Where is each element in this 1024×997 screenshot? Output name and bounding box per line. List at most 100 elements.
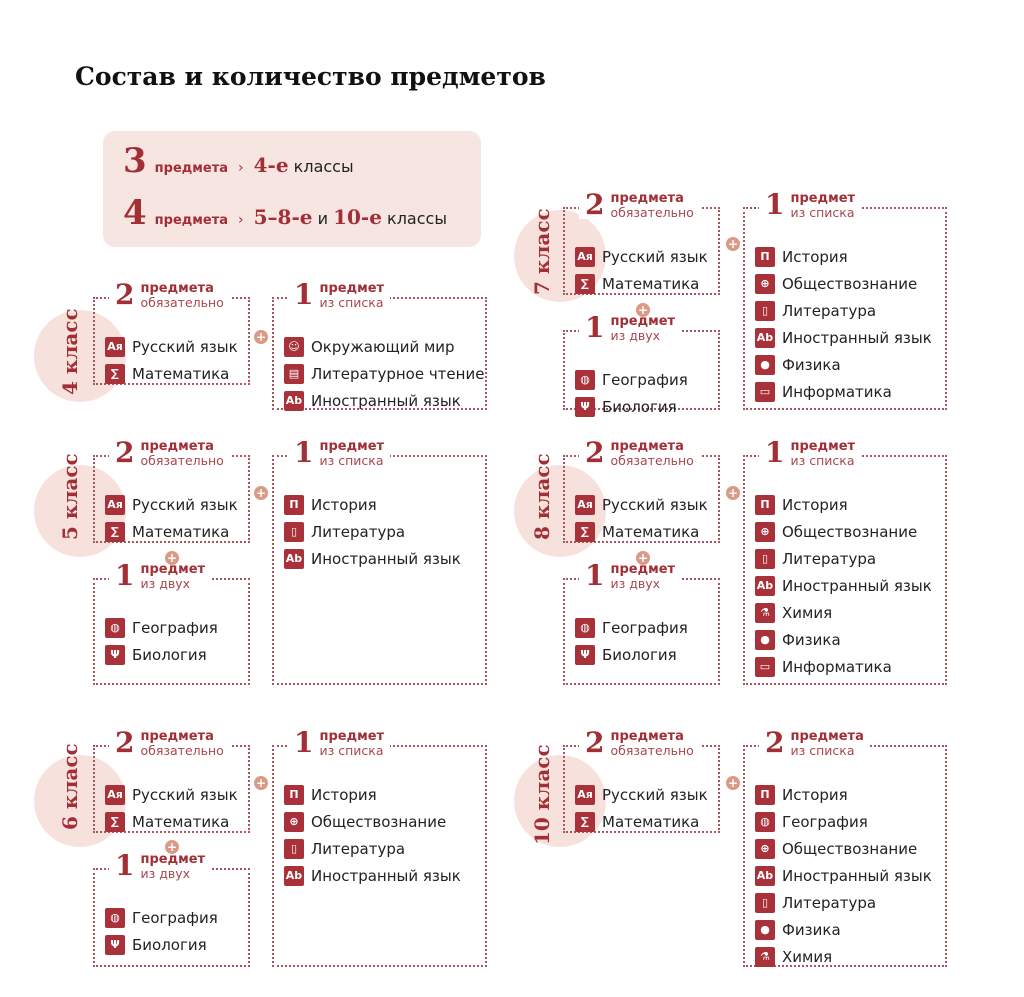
subject-icon: Ая xyxy=(105,336,125,357)
box-title: предмет xyxy=(610,562,676,577)
box-subtitle: обязательно xyxy=(610,743,694,758)
summary-text: 5–8-е xyxy=(253,205,313,229)
subject-name: Математика xyxy=(602,812,700,831)
subject-icon: Ψ xyxy=(575,396,595,417)
subject-icon: ● xyxy=(755,629,775,650)
summary-text: 10-е xyxy=(333,205,382,229)
subject-name: Физика xyxy=(782,630,841,649)
subject-item: ●Физика xyxy=(755,351,932,378)
subject-icon: ▯ xyxy=(755,300,775,321)
subject-name: Иностранный язык xyxy=(782,576,932,595)
summary-word: предмета xyxy=(154,213,229,228)
box-count: 2 xyxy=(585,188,605,221)
box-count: 2 xyxy=(585,726,605,759)
subject-icon: Ab xyxy=(284,548,304,569)
subject-icon: ▭ xyxy=(755,381,775,402)
subject-icon: ⚗ xyxy=(755,946,775,967)
subject-name: Литература xyxy=(782,893,877,912)
box-title: предмет xyxy=(790,439,856,454)
subject-item: ∑Математика xyxy=(575,518,708,545)
subject-name: История xyxy=(311,785,377,804)
box-title: предмет xyxy=(140,852,206,867)
box-subtitle: из списка xyxy=(790,453,855,468)
box-title: предмет xyxy=(610,314,676,329)
subject-icon: ◍ xyxy=(755,811,775,832)
summary-text: классы xyxy=(288,157,354,176)
box-subtitle: обязательно xyxy=(610,205,694,220)
box-title: предмета xyxy=(140,281,214,296)
subject-icon: ▭ xyxy=(755,656,775,677)
summary-text: классы xyxy=(381,209,447,228)
plus-icon: + xyxy=(636,303,650,317)
subject-name: Математика xyxy=(132,812,230,831)
subject-name: Биология xyxy=(132,935,207,954)
subject-icon: Ψ xyxy=(105,644,125,665)
subject-name: География xyxy=(782,812,868,831)
subject-item: ⚗ Химия xyxy=(755,943,932,970)
subject-icon: Ая xyxy=(575,784,595,805)
subject-item: ∑Математика xyxy=(575,270,708,297)
subject-icon: ⚗ xyxy=(755,602,775,623)
subject-item: ▯ Литература xyxy=(755,889,932,916)
summary-text: и xyxy=(312,209,334,228)
subject-icon: ◍ xyxy=(575,617,595,638)
subject-name: История xyxy=(782,495,848,514)
subject-name: Литература xyxy=(311,839,406,858)
subject-name: Физика xyxy=(782,920,841,939)
subject-icon: ▯ xyxy=(755,892,775,913)
box-subtitle: обязательно xyxy=(610,453,694,468)
subject-name: Химия xyxy=(782,603,833,622)
box-count: 2 xyxy=(765,726,785,759)
subject-name: Химия xyxy=(782,947,833,966)
subject-icon: ▯ xyxy=(755,548,775,569)
grade-label: 5 класс xyxy=(58,453,82,540)
box-subtitle: из списка xyxy=(319,295,384,310)
plus-icon: + xyxy=(726,237,740,251)
subject-icon: ∑ xyxy=(105,811,125,832)
subject-item: ▭ Информатика xyxy=(755,378,932,405)
box-title: предмет xyxy=(319,281,385,296)
box-subtitle: из двух xyxy=(140,866,191,881)
box-subtitle: из списка xyxy=(319,743,384,758)
subject-icon: Ab xyxy=(284,390,304,411)
subject-name: Иностранный язык xyxy=(782,866,932,885)
box-count: 1 xyxy=(294,278,314,311)
subject-name: Литература xyxy=(782,301,877,320)
summary-count: 4 xyxy=(123,193,147,233)
subject-item: ◍География xyxy=(575,614,688,641)
box-title: предмета xyxy=(610,439,684,454)
subject-name: Физика xyxy=(782,355,841,374)
subject-icon: ∑ xyxy=(105,521,125,542)
subject-name: Обществознание xyxy=(782,522,918,541)
subject-icon: ▯ xyxy=(284,521,304,542)
subject-item: ▭Информатика xyxy=(755,653,932,680)
subject-name: Информатика xyxy=(782,382,892,401)
subject-icon: Ab xyxy=(755,575,775,596)
subject-item: ⊕Обществознание xyxy=(755,270,932,297)
subject-icon: ● xyxy=(755,919,775,940)
subject-name: Русский язык xyxy=(132,495,238,514)
